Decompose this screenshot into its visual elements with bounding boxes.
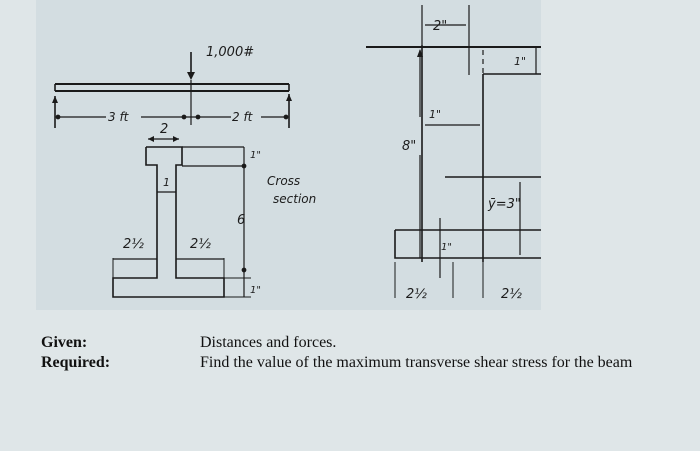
detail-flange-thickness-label: 1" bbox=[441, 242, 452, 253]
web-height-label: 6 bbox=[237, 213, 245, 228]
load-label: 1,000# bbox=[206, 45, 254, 60]
cross-caption-line1: Cross bbox=[267, 174, 300, 188]
detail-web-thickness-label: 1" bbox=[429, 108, 441, 121]
bottom-flange-thickness-label: 1" bbox=[250, 285, 261, 296]
left-span-label: 3 ft bbox=[108, 110, 130, 124]
centroid-label: ȳ=3" bbox=[487, 197, 521, 212]
given-label: Given: bbox=[41, 334, 88, 351]
load-arrow-head bbox=[187, 72, 195, 80]
required-label: Required: bbox=[41, 354, 111, 371]
detail-left-overhang-label: 2½ bbox=[406, 287, 427, 302]
left-overhang-label: 2½ bbox=[123, 237, 144, 252]
web-thickness-label: 1 bbox=[163, 176, 170, 189]
cross-caption-line2: section bbox=[273, 192, 316, 206]
required-text: Find the value of the maximum transverse… bbox=[200, 354, 633, 371]
right-span-label: 2 ft bbox=[232, 110, 254, 124]
top-flange-width-label: 2 bbox=[160, 122, 168, 137]
right-overhang-label: 2½ bbox=[190, 237, 211, 252]
detail-right-overhang-label: 2½ bbox=[501, 287, 522, 302]
detail-top-thickness-label: 1" bbox=[514, 55, 526, 68]
detail-top-width-label: 2" bbox=[433, 19, 447, 34]
given-text: Distances and forces. bbox=[200, 334, 337, 351]
figure-panel: 1,000# 3 ft 2 ft 2 1" 1 Cross section 6 … bbox=[36, 0, 541, 310]
beam-and-section-diagram: 1,000# 3 ft 2 ft 2 1" 1 Cross section 6 … bbox=[52, 5, 541, 302]
detail-total-height-label: 8" bbox=[402, 139, 416, 154]
top-flange-thickness-label: 1" bbox=[250, 150, 261, 161]
